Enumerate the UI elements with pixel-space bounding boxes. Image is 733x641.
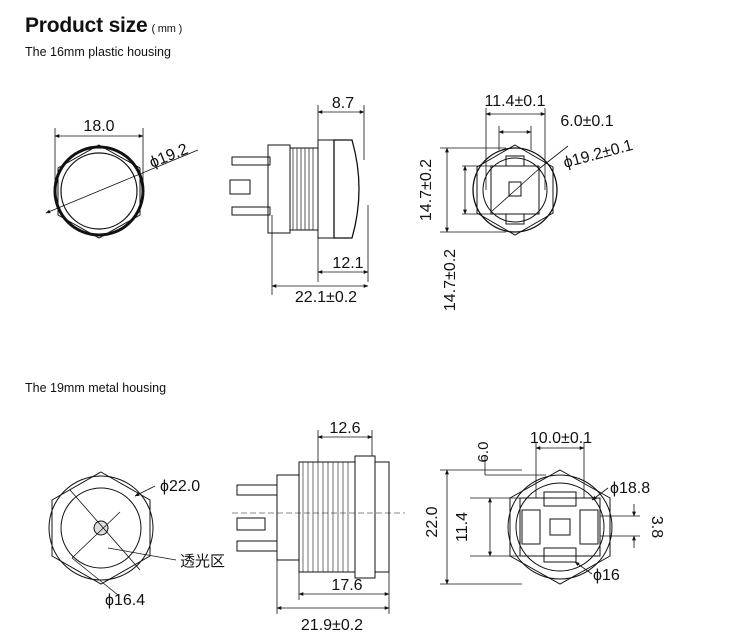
s2-back-height-label: 22.0 xyxy=(424,506,441,537)
s2-back-top-small-label: 6.0 xyxy=(475,442,492,463)
s2-back-height2-label: 11.4 xyxy=(454,512,471,542)
s2-back-side-small-label: 3.8 xyxy=(648,516,665,538)
s1-back-width-label: 11.4±0.1 xyxy=(485,93,546,110)
s2-back-small-diameter-label: ϕ16 xyxy=(593,567,620,584)
s2-front-zone-label: 透光区 xyxy=(180,553,225,570)
s1-side-top-label: 8.7 xyxy=(332,95,354,112)
s1-side-inner-label: 12.1 xyxy=(332,255,363,272)
s1-back-view xyxy=(440,108,569,236)
s1-back-diameter-label: ϕ19.2±0.1 xyxy=(562,137,635,172)
s1-back-inner-label: 6.0±0.1 xyxy=(560,113,613,130)
s1-front-width-label: 18.0 xyxy=(83,118,114,135)
s2-side-view xyxy=(232,430,405,614)
s2-front-inner-label: ϕ16.4 xyxy=(105,592,145,609)
title-unit: ( mm ) xyxy=(151,23,183,35)
s1-side-view xyxy=(229,105,369,295)
s2-back-view xyxy=(440,442,640,585)
s2-front-view xyxy=(48,471,177,596)
s1-front-diameter-label: ϕ19.2 xyxy=(147,141,191,172)
section1-subtitle: The 16mm plastic housing xyxy=(25,45,171,59)
s2-side-total-label: 21.9±0.2 xyxy=(301,617,363,634)
title-text: Product size xyxy=(25,14,148,37)
s1-back-height1-label: 14.7±0.2 xyxy=(418,159,435,221)
s2-back-diameter-label: ϕ18.8 xyxy=(610,480,650,497)
s2-back-width-label: 10.0±0.1 xyxy=(530,430,592,447)
page-title: Product size( mm ) xyxy=(25,14,182,38)
section2-subtitle: The 19mm metal housing xyxy=(25,381,167,395)
s1-back-height2-label: 14.7±0.2 xyxy=(442,249,459,311)
s1-front-view xyxy=(45,128,199,239)
s2-front-outer-label: ϕ22.0 xyxy=(160,478,200,495)
s2-side-top-label: 12.6 xyxy=(329,420,360,437)
s2-side-inner-label: 17.6 xyxy=(331,577,362,594)
s1-side-total-label: 22.1±0.2 xyxy=(295,289,357,306)
